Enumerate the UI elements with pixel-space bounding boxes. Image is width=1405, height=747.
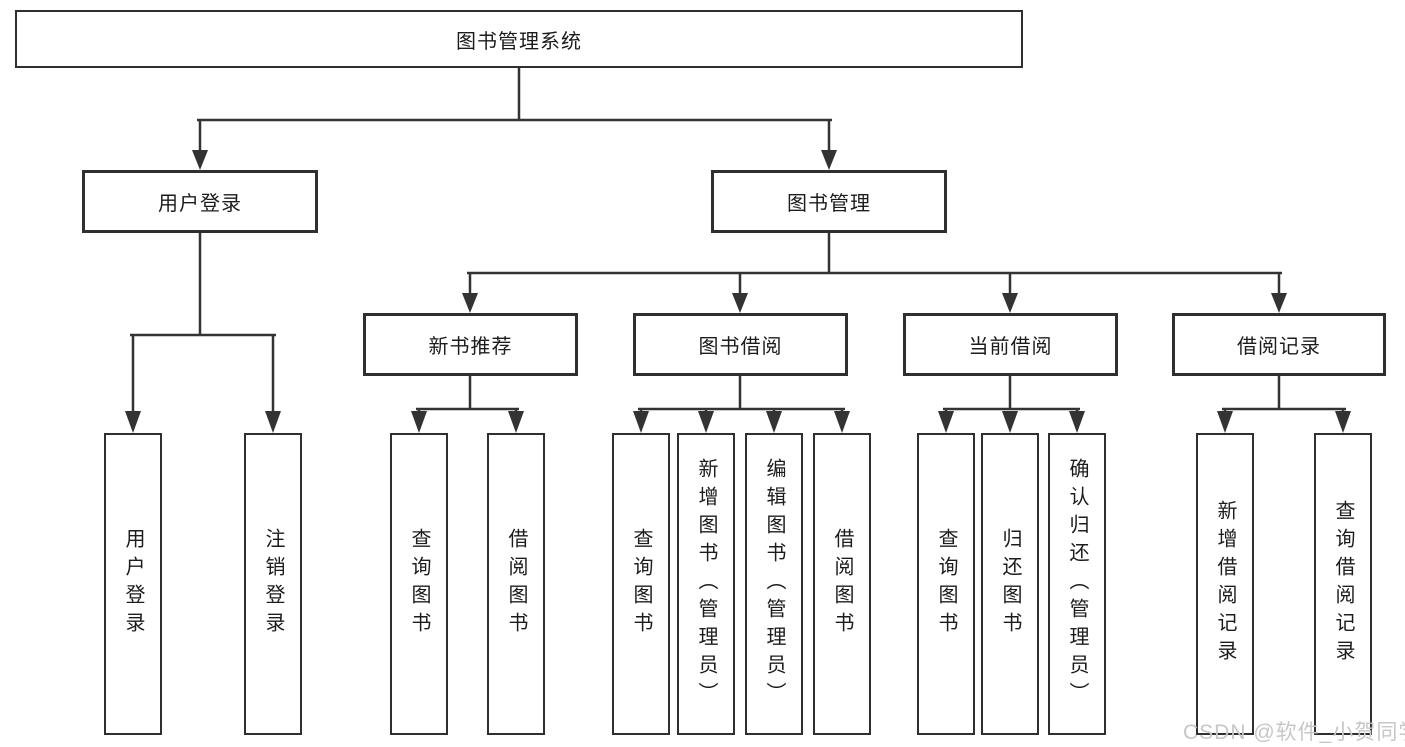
- node-root-label: 图书管理系统: [456, 30, 582, 53]
- node-book-borrowing: 图书借阅: [633, 313, 848, 376]
- node-borrow-records: 借阅记录: [1172, 313, 1386, 376]
- node-book-borrowing-label: 图书借阅: [698, 336, 783, 358]
- node-new-book-recommend: 新书推荐: [363, 313, 578, 376]
- leaf-query-books-current: 查询图书: [917, 433, 975, 735]
- node-current-borrowing-label: 当前借阅: [968, 336, 1053, 358]
- leaf-user-login: 用户登录: [104, 433, 162, 735]
- node-borrow-records-label: 借阅记录: [1237, 336, 1321, 358]
- watermark: CSDN @软件_小贺同学: [1183, 721, 1405, 744]
- leaf-query-borrow-record: 查询借阅记录: [1314, 433, 1372, 735]
- arrowheads: [125, 150, 1351, 433]
- node-root-system: 图书管理系统: [15, 10, 1023, 68]
- leaf-confirm-return-admin: 确认归还（管理员）: [1048, 433, 1106, 735]
- leaf-query-books-borrowing: 查询图书: [612, 433, 670, 735]
- node-book-management-label: 图书管理: [787, 193, 871, 215]
- node-user-login-group: 用户登录: [82, 170, 318, 233]
- leaf-borrow-books-recommend: 借阅图书: [487, 433, 545, 735]
- leaf-borrow-books: 借阅图书: [813, 433, 871, 735]
- leaf-return-books: 归还图书: [981, 433, 1039, 735]
- node-book-management: 图书管理: [711, 170, 947, 233]
- leaf-logout: 注销登录: [244, 433, 302, 735]
- leaf-query-books-recommend: 查询图书: [390, 433, 448, 735]
- node-current-borrowing: 当前借阅: [903, 313, 1118, 376]
- leaf-edit-books-admin: 编辑图书（管理员）: [745, 433, 803, 735]
- node-user-login-group-label: 用户登录: [158, 193, 242, 215]
- leaf-add-borrow-record: 新增借阅记录: [1196, 433, 1254, 735]
- leaf-add-books-admin: 新增图书（管理员）: [677, 433, 735, 735]
- node-new-book-recommend-label: 新书推荐: [428, 336, 513, 358]
